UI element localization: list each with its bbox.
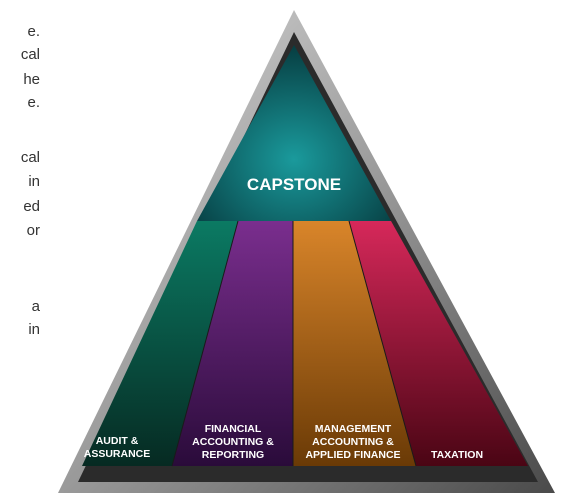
pillar-taxation bbox=[349, 221, 528, 466]
text-fragment: ed bbox=[23, 198, 40, 215]
pillar-divider bbox=[171, 220, 239, 467]
left-text-column: e. cal he e. cal in ed or a in bbox=[0, 0, 40, 496]
text-fragment: in bbox=[28, 173, 40, 190]
text-fragment: e. bbox=[27, 23, 40, 40]
capstone-segment bbox=[197, 45, 391, 221]
text-fragment: he bbox=[23, 71, 40, 88]
capstone-label: CAPSTONE bbox=[247, 175, 341, 194]
pillar-label-line: ASSURANCE bbox=[84, 448, 151, 460]
text-fragment: in bbox=[28, 321, 40, 338]
pillar-financial-accounting bbox=[172, 221, 293, 466]
pillar-label-line: TAXATION bbox=[431, 449, 483, 461]
pillar-label-line: APPLIED FINANCE bbox=[305, 449, 400, 461]
pillar-label-line: REPORTING bbox=[202, 449, 264, 461]
pillar-audit-assurance bbox=[82, 221, 238, 466]
text-fragment: e. bbox=[27, 94, 40, 111]
text-fragment: cal bbox=[20, 46, 40, 63]
pillar-label-line: ACCOUNTING & bbox=[192, 436, 274, 448]
pillar-label-line: ACCOUNTING & bbox=[312, 436, 394, 448]
text-fragment: cal bbox=[20, 149, 40, 166]
text-fragment: or bbox=[26, 222, 40, 239]
pillar-divider bbox=[348, 220, 417, 467]
pillar-label-line: FINANCIAL bbox=[205, 423, 262, 435]
text-fragment: a bbox=[31, 298, 40, 315]
pillar-management-accounting bbox=[293, 221, 416, 466]
pillar-label-line: AUDIT & bbox=[96, 435, 139, 447]
pillar-label-line: MANAGEMENT bbox=[315, 423, 392, 435]
